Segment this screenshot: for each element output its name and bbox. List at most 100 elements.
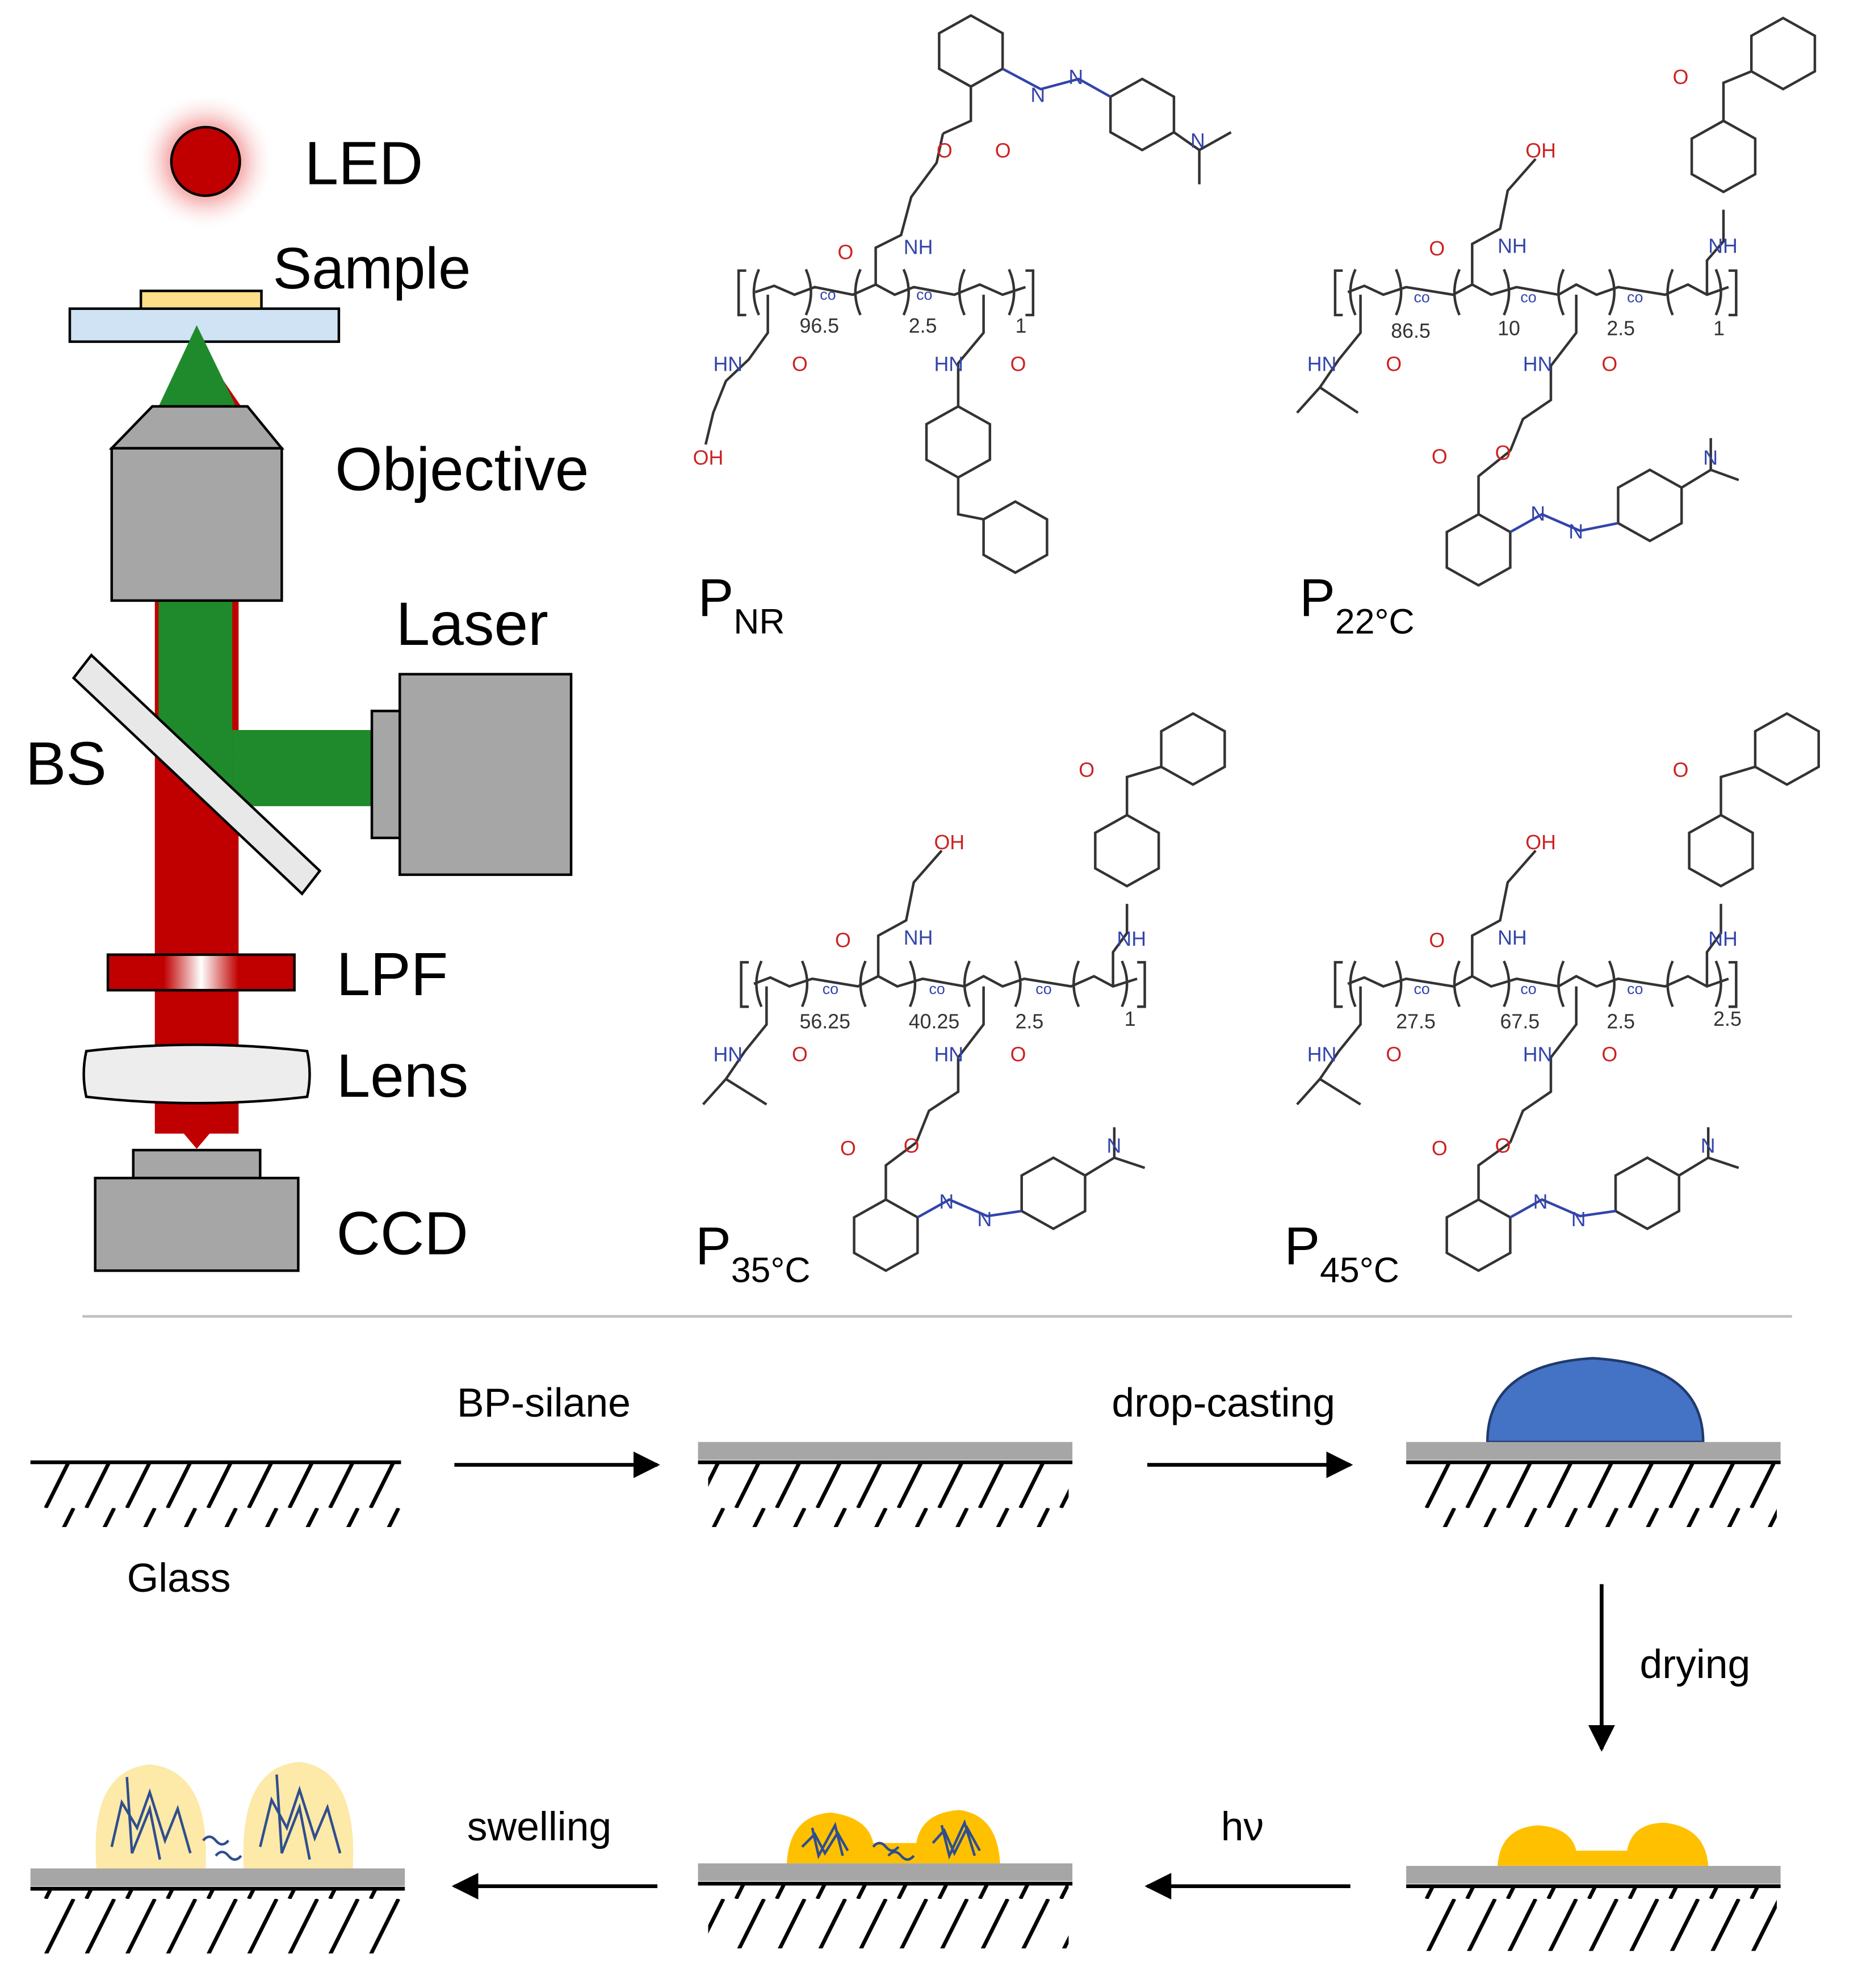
atom-label: co bbox=[1414, 289, 1430, 306]
atom-label: O bbox=[937, 140, 953, 162]
side-chain bbox=[1705, 904, 1722, 987]
benzene-ring bbox=[1617, 468, 1683, 543]
benzene-ring bbox=[1160, 712, 1226, 786]
atom-label: N bbox=[1530, 502, 1545, 525]
atom-label: O bbox=[1495, 1134, 1511, 1157]
glass-label: Glass bbox=[127, 1555, 231, 1601]
substrate-silanized bbox=[698, 1442, 1073, 1527]
atom-label: N bbox=[1571, 1208, 1586, 1231]
bracket-right bbox=[1137, 961, 1146, 1008]
ratio-label: 27.5 bbox=[1396, 1010, 1436, 1033]
sample-block bbox=[139, 290, 263, 310]
atom-label: OH bbox=[693, 447, 724, 469]
paren bbox=[854, 269, 862, 316]
bond bbox=[1722, 70, 1752, 121]
backbone bbox=[754, 283, 1026, 296]
led-label: LED bbox=[305, 129, 423, 198]
atom-label: HN bbox=[1307, 353, 1337, 375]
network-chains bbox=[801, 1819, 981, 1861]
ratio-label: 2.5 bbox=[1607, 1010, 1635, 1033]
substrate-swollen bbox=[30, 1761, 405, 1954]
atom-label: co bbox=[823, 980, 838, 997]
atom-label: O bbox=[1010, 1043, 1026, 1066]
paren bbox=[908, 960, 917, 1008]
atom-label: O bbox=[1432, 1137, 1448, 1160]
polymer-name: PNR bbox=[698, 568, 785, 641]
paren bbox=[1714, 269, 1722, 316]
benzene-ring bbox=[1614, 1156, 1681, 1231]
benzene-ring bbox=[1754, 712, 1820, 786]
dried-film bbox=[1498, 1822, 1709, 1866]
polymer-structure-pnr bbox=[704, 14, 1232, 574]
azo-bond bbox=[1509, 513, 1618, 534]
benzene-ring bbox=[1094, 813, 1160, 888]
green-beam-cone bbox=[158, 325, 236, 406]
atom-label: HN bbox=[1307, 1043, 1337, 1066]
side-chain bbox=[1509, 986, 1578, 1143]
bond bbox=[942, 86, 972, 135]
polymer-labels-p45: 27.5 67.5 2.5 2.5 co co co OH NH O O NH … bbox=[1284, 759, 1741, 1290]
ratio-label: 2.5 bbox=[1607, 317, 1635, 340]
azo-bond bbox=[917, 1198, 1022, 1219]
polymer-structure-p22 bbox=[1296, 16, 1817, 587]
benzene-ring bbox=[1445, 513, 1512, 587]
backbone bbox=[1347, 283, 1729, 296]
polymer-droplet bbox=[1486, 1357, 1705, 1444]
substrate-droplet bbox=[1406, 1357, 1781, 1527]
bond bbox=[725, 1077, 767, 1106]
paren bbox=[1503, 269, 1511, 316]
paren bbox=[1714, 960, 1722, 1008]
paren bbox=[1349, 269, 1357, 316]
benzene-ring bbox=[853, 1198, 919, 1272]
benzene-ring bbox=[982, 500, 1048, 574]
side-chain bbox=[1471, 849, 1537, 976]
side-chain bbox=[1471, 158, 1537, 285]
bs-label: BS bbox=[26, 729, 107, 798]
atom-label: co bbox=[916, 286, 932, 303]
paren bbox=[859, 960, 867, 1008]
paren bbox=[1349, 960, 1357, 1008]
ratio-label: 2.5 bbox=[1713, 1008, 1742, 1030]
polymer-name: P22°C bbox=[1299, 568, 1414, 641]
atom-label: co bbox=[1035, 980, 1051, 997]
benzene-ring bbox=[1109, 77, 1176, 152]
atom-label: HN bbox=[934, 353, 963, 375]
atom-label: co bbox=[1520, 289, 1536, 306]
sample-label: Sample bbox=[273, 236, 471, 301]
paren bbox=[1666, 269, 1674, 316]
atom-label: O bbox=[838, 241, 854, 264]
ratio-label: 40.25 bbox=[909, 1010, 960, 1033]
optical-setup: LED Sample Objective Laser BS LPF Lens bbox=[26, 91, 589, 1272]
polymer-labels-p35: 56.25 40.25 2.5 1 co co co OH NH O O NH … bbox=[695, 759, 1146, 1290]
atom-label: OH bbox=[934, 831, 964, 854]
paren bbox=[800, 960, 809, 1008]
backbone bbox=[1347, 975, 1729, 988]
atom-label: NH bbox=[904, 926, 933, 949]
polymer-structure-p35 bbox=[702, 712, 1226, 1272]
benzene-ring bbox=[1690, 119, 1757, 194]
led-icon bbox=[170, 125, 241, 198]
bracket-right bbox=[1728, 961, 1738, 1008]
substrate-dried bbox=[1406, 1822, 1781, 1951]
atom-label: N bbox=[977, 1208, 992, 1231]
azo-bond bbox=[1002, 68, 1112, 98]
side-chain bbox=[1705, 209, 1725, 295]
polymer-structure-p45 bbox=[1296, 712, 1820, 1272]
step-label-drying: drying bbox=[1639, 1642, 1750, 1687]
bracket-right bbox=[1025, 269, 1035, 317]
atom-label: co bbox=[1520, 980, 1536, 997]
paren bbox=[752, 269, 760, 316]
atom-label: O bbox=[1601, 353, 1617, 375]
ratio-label: 96.5 bbox=[799, 314, 839, 337]
paren bbox=[902, 269, 910, 316]
side-chain bbox=[702, 986, 768, 1105]
atom-label: co bbox=[1627, 980, 1643, 997]
green-beam-horizontal bbox=[232, 729, 375, 807]
paren bbox=[1453, 960, 1461, 1008]
swollen-gel-right bbox=[243, 1761, 354, 1869]
paren bbox=[755, 960, 763, 1008]
atom-label: co bbox=[1627, 289, 1643, 306]
atom-label: N bbox=[1030, 83, 1045, 106]
paren bbox=[1557, 960, 1565, 1008]
polymer-labels-pnr: 96.5 2.5 1 co co NH O O HN O OH HN O O N… bbox=[693, 66, 1205, 641]
